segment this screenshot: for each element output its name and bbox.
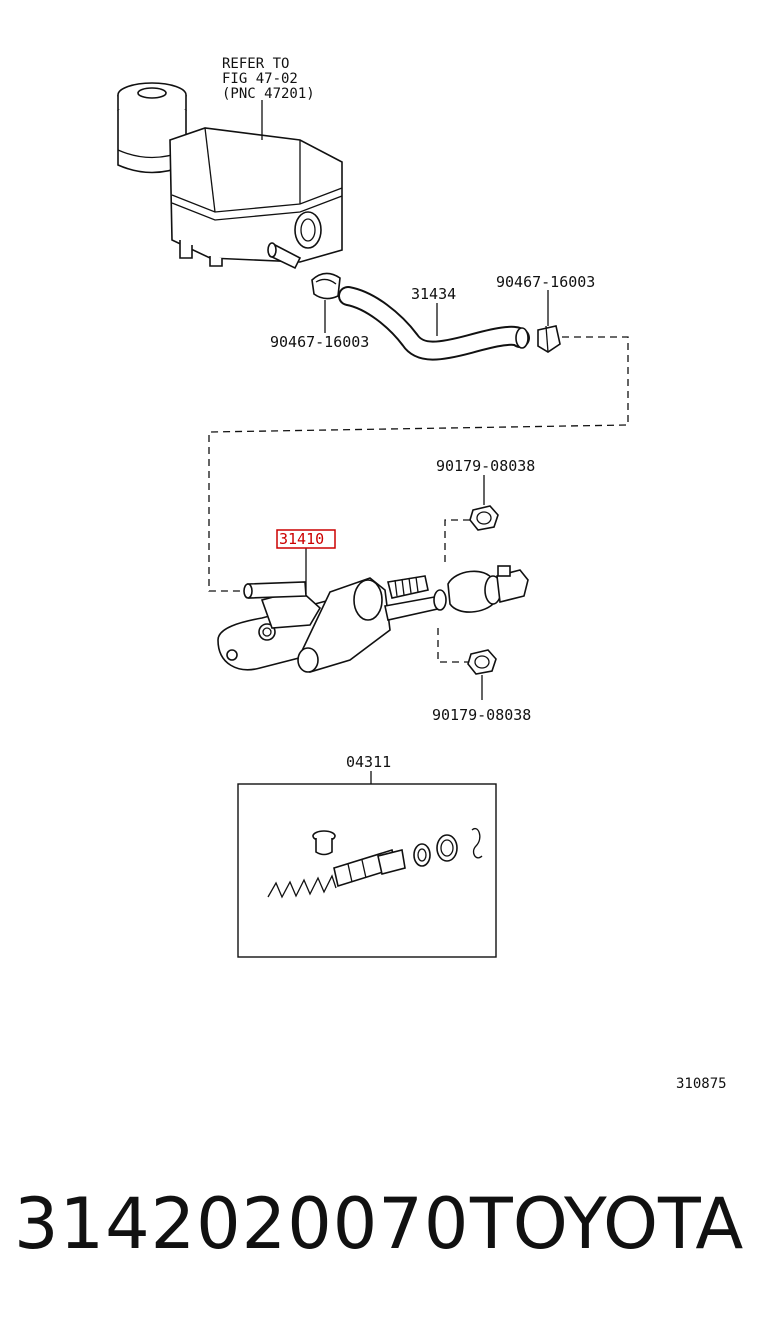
- reservoir-hose: [338, 286, 530, 361]
- figure-number: 310875: [676, 1076, 727, 1092]
- label-nut-bottom: 90179-08038: [432, 706, 531, 724]
- connection-dashed-line: [208, 336, 629, 592]
- brand-name: TOYOTA: [470, 1183, 744, 1265]
- hose-clip-left: [311, 272, 341, 300]
- label-clip-right: 90467-16003: [496, 273, 595, 291]
- label-repair-kit: 04311: [346, 753, 391, 771]
- highlight-box: [276, 529, 336, 549]
- label-master-cylinder: 31410: [279, 530, 324, 548]
- repair-kit-box: [237, 783, 497, 958]
- label-nut-top: 90179-08038: [436, 457, 535, 475]
- refer-note-line-1: REFER TO: [222, 56, 289, 72]
- brake-fluid-reservoir: [117, 82, 343, 270]
- nut-bottom: [467, 649, 497, 675]
- refer-note-line-3: (PNC 47201): [222, 86, 315, 102]
- refer-note-line-2: FIG 47-02: [222, 71, 298, 87]
- label-hose: 31434: [411, 285, 456, 303]
- hose-clip-right: [537, 325, 561, 353]
- part-number: 3142020070: [14, 1183, 470, 1265]
- nut-top: [469, 505, 499, 531]
- clutch-master-cylinder: [217, 565, 529, 673]
- refer-note: REFER TO FIG 47-02 (PNC 47201): [222, 56, 315, 140]
- label-clip-left: 90467-16003: [270, 333, 369, 351]
- repair-kit-parts: [267, 827, 483, 899]
